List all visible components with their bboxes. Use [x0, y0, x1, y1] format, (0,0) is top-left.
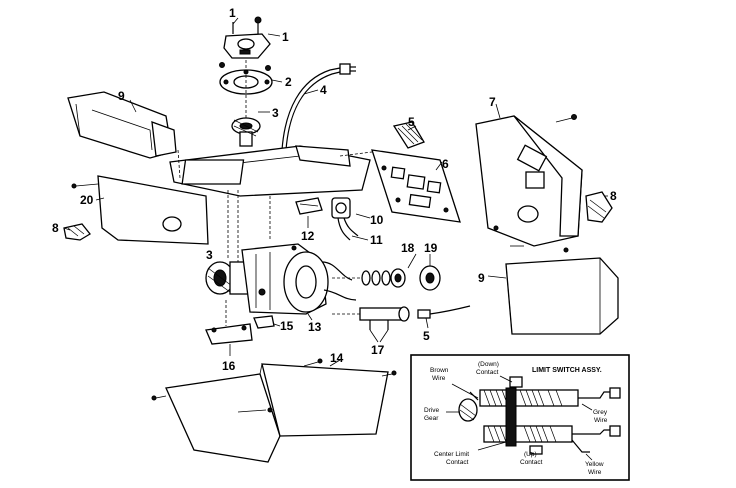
- part-3-gear-top: [231, 117, 261, 147]
- callout-2: 2: [285, 75, 292, 89]
- callout-5a: 5: [408, 115, 415, 129]
- inset-frame: [410, 354, 630, 481]
- callout-13: 13: [308, 320, 322, 334]
- label-up-contact-2: Contact: [520, 459, 543, 466]
- label-drive-gear-2: Gear: [424, 415, 439, 422]
- label-grey-wire-1: Grey: [593, 409, 608, 416]
- label-yellow-wire-1: Yellow: [585, 461, 604, 468]
- callout-19: 19: [424, 241, 438, 255]
- callout-11: 11: [370, 233, 383, 247]
- part-10-interrupter: [331, 197, 351, 219]
- label-center-limit-1: Center Limit: [434, 451, 469, 458]
- label-grey-wire-2: Wire: [594, 417, 608, 424]
- part-5-terminal-strip: [392, 121, 425, 149]
- label-brown-wire-2: Wire: [432, 375, 446, 382]
- part-19-gear: [419, 265, 441, 291]
- part-9-right-lens: [505, 257, 619, 335]
- part-8-left-socket: [63, 223, 91, 241]
- callout-16: 16: [222, 359, 236, 373]
- callout-1b: 1: [282, 30, 289, 44]
- part-7-end-panel: [475, 114, 583, 253]
- center-limit-block: [505, 387, 517, 447]
- grey-terminal-lower: [572, 429, 612, 435]
- callout-4: 4: [320, 83, 327, 97]
- part-1-bracket: [223, 16, 271, 59]
- label-center-limit-2: Contact: [446, 459, 469, 466]
- callout-3b: 3: [206, 248, 213, 262]
- label-yellow-wire-2: Wire: [588, 469, 602, 476]
- callout-numbers: 1 1 2 3 4 5 6 7 8 9 9 8 20 10 11 12 3 18…: [52, 6, 617, 373]
- label-drive-gear-1: Drive: [424, 407, 440, 414]
- part-8-right-socket: [585, 191, 613, 223]
- leader-lines: [63, 17, 608, 367]
- part-16-bracket: [205, 300, 253, 345]
- grey-terminal-upper: [578, 391, 612, 399]
- chassis-plate: [169, 145, 371, 262]
- callout-15: 15: [280, 319, 294, 333]
- down-contact-clip: [509, 376, 523, 388]
- inset-title: LIMIT SWITCH ASSY.: [532, 367, 602, 374]
- callout-10: 10: [370, 213, 384, 227]
- label-down-contact-2: Contact: [476, 369, 499, 376]
- callout-5b: 5: [423, 329, 430, 343]
- callout-12: 12: [301, 229, 315, 243]
- part-12-sensor: [295, 197, 323, 215]
- part-13-motor: [241, 243, 357, 315]
- part-17-limit-shaft: [332, 306, 410, 330]
- callout-9a: 9: [118, 89, 125, 103]
- limit-switch-inset: LIMIT SWITCH ASSY.: [410, 354, 630, 481]
- part-9-left-cover: [67, 91, 177, 159]
- part-20-left-panel: [71, 149, 209, 245]
- callout-8a: 8: [52, 221, 59, 235]
- callout-3a: 3: [272, 106, 279, 120]
- label-brown-wire-1: Brown: [430, 367, 449, 374]
- callout-20: 20: [80, 193, 94, 207]
- callout-9b: 9: [478, 271, 485, 285]
- part-2-gear-plate: [219, 60, 273, 120]
- callout-6: 6: [442, 157, 449, 171]
- label-down-contact-1: (Down): [478, 361, 499, 368]
- label-up-contact-1: (Up): [524, 451, 537, 458]
- callout-7: 7: [489, 95, 496, 109]
- up-contact-clip: [529, 445, 543, 455]
- part-18-washers: [332, 268, 406, 288]
- callout-18: 18: [401, 241, 415, 255]
- part-5-wire-lower: [417, 305, 471, 319]
- yellow-wire-lead: [571, 439, 590, 453]
- callout-14: 14: [330, 351, 344, 365]
- callout-8b: 8: [610, 189, 617, 203]
- part-11-wire: [337, 217, 359, 241]
- part-14-cover: [151, 358, 397, 463]
- callout-17: 17: [371, 343, 385, 357]
- shaft-threads: [483, 389, 563, 443]
- callout-1a: 1: [229, 6, 236, 20]
- part-15-clip: [253, 315, 275, 329]
- part-4-power-cord: [281, 63, 356, 151]
